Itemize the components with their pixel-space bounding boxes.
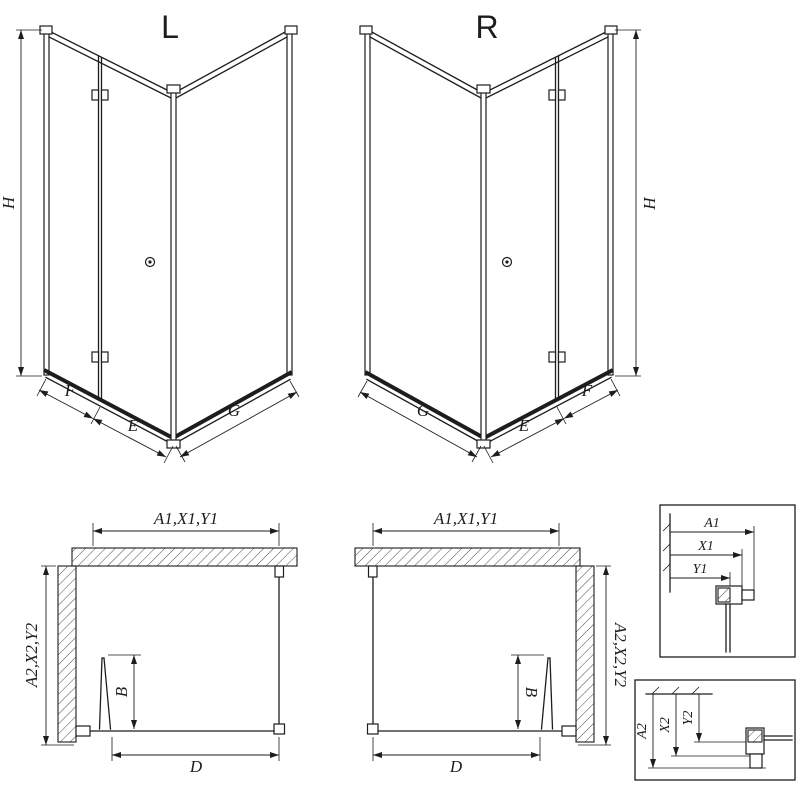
hinge [557, 351, 566, 363]
hinge [557, 89, 566, 101]
front-corner-post [366, 723, 379, 735]
extension-line [92, 523, 280, 546]
dim-label-width: A1,X1,Y1 [433, 509, 498, 528]
extension-line [36, 378, 174, 464]
hinge [91, 351, 100, 363]
corner-post [170, 89, 177, 445]
dim-label-g: G [417, 401, 429, 420]
hinge [548, 351, 557, 363]
back-wall-hatch [354, 547, 581, 567]
hinge [91, 89, 100, 101]
post-foot [476, 439, 491, 449]
wall-bracket [359, 25, 373, 35]
panel-wall-connector [367, 565, 378, 578]
dim-label-entry: D [189, 757, 203, 776]
door-wall-profile [561, 725, 577, 737]
dim-label-b: B [522, 687, 541, 698]
profile-extension [749, 753, 763, 769]
view-3d-left: L H F E G [0, 9, 300, 464]
door-fold-line [554, 55, 560, 401]
extension-line [357, 380, 482, 463]
top-rail [369, 30, 609, 99]
profile-core-hatch [747, 729, 763, 743]
dimension-line-f [38, 389, 94, 419]
wall-bracket [284, 25, 298, 35]
dimension-line-e [92, 418, 167, 458]
dim-label-h: H [640, 196, 659, 211]
post-foot [166, 439, 181, 449]
dim-label-g: G [228, 401, 240, 420]
hinge [100, 351, 109, 363]
variant-label-right: R [475, 9, 498, 45]
dim-label-y1: Y1 [693, 562, 708, 577]
detail-depth-adjustment: A2 X2 Y2 [634, 679, 796, 781]
dim-label-x2: X2 [658, 717, 673, 734]
extension-line [16, 29, 42, 377]
dim-label-entry: D [449, 757, 463, 776]
dimension-line-g [359, 391, 478, 458]
extension-line [372, 523, 560, 546]
detail-frame [634, 679, 796, 781]
extension-line [648, 741, 766, 769]
glass-section [725, 603, 731, 653]
wall-profile [607, 29, 614, 376]
dim-label-b: B [112, 686, 131, 697]
dim-label-y2: Y2 [681, 711, 696, 726]
bottom-rail [43, 368, 293, 441]
plan-view-right: B A1,X1,Y1 A2,X2,Y2 D [354, 509, 630, 776]
dimension-line-f [563, 389, 619, 419]
dim-label-f: F [581, 381, 593, 400]
detail-frame [659, 504, 796, 658]
extension-line [483, 378, 621, 464]
profile-extension [741, 589, 755, 601]
dimension-line-e [490, 418, 565, 458]
door-handle-dot [148, 260, 152, 264]
dimension-line-g [179, 391, 298, 458]
panel-wall-connector [274, 565, 285, 578]
dim-label-x1: X1 [697, 539, 714, 554]
hinge [548, 89, 557, 101]
dim-label-depth: A2,X2,Y2 [611, 622, 630, 688]
bottom-rail [364, 368, 614, 441]
front-corner-post [273, 723, 286, 735]
top-rail [48, 30, 288, 99]
post-cap [166, 84, 181, 94]
dim-label-f: F [64, 381, 76, 400]
dim-label-a2: A2 [635, 723, 650, 740]
side-wall-hatch [57, 565, 77, 743]
wall-hatch-ticks [662, 523, 671, 572]
post-cap [476, 84, 491, 94]
wall-profile [364, 29, 371, 376]
wall-profile [286, 29, 293, 376]
profile-core-hatch [717, 587, 731, 603]
back-wall-hatch [71, 547, 298, 567]
dim-label-depth: A2,X2,Y2 [22, 622, 41, 688]
door-handle-dot [505, 260, 509, 264]
extension-line [615, 29, 641, 377]
wall-profile [43, 29, 50, 376]
plan-view-left: B A1,X1,Y1 A2,X2,Y2 D [22, 509, 298, 776]
hinge [100, 89, 109, 101]
dim-label-e: E [518, 416, 530, 435]
folded-door [98, 657, 112, 730]
dim-label-h: H [0, 195, 18, 210]
corner-post [480, 89, 487, 445]
glass-section [763, 735, 793, 741]
dim-label-a1: A1 [703, 516, 720, 531]
door-fold-line [97, 55, 103, 401]
variant-label-left: L [161, 9, 179, 45]
folded-door [540, 657, 554, 730]
dim-label-width: A1,X1,Y1 [153, 509, 218, 528]
extension-line [175, 380, 300, 463]
wall-hatch-ticks [651, 686, 700, 695]
detail-width-adjustment: A1 X1 Y1 [659, 504, 796, 658]
dim-label-e: E [127, 416, 139, 435]
door-wall-profile [75, 725, 91, 737]
view-3d-right: R H G F E [357, 9, 659, 464]
side-wall-hatch [575, 565, 595, 743]
